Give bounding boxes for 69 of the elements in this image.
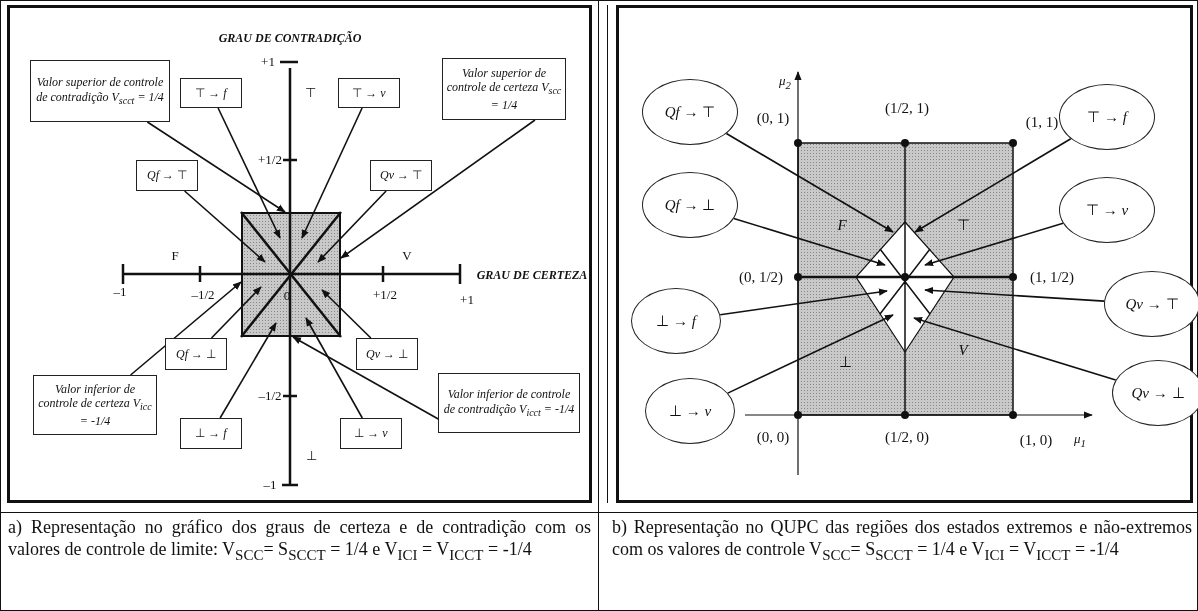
coordinate-label: (1, 0) — [1019, 431, 1053, 449]
arrow — [146, 121, 286, 213]
arrow — [725, 132, 894, 233]
arrow — [733, 217, 886, 267]
region-label: ⊤ — [956, 216, 970, 234]
axis-label: μ$_{1}$ — [1074, 431, 1086, 449]
state-ellipse: ⊤ → f — [1059, 84, 1155, 150]
arrow — [719, 288, 888, 316]
region-label: ⊤ — [304, 85, 316, 101]
tick-label: +1/2 — [258, 152, 282, 168]
state-box: ⊤ → f — [180, 78, 242, 108]
state-box: ⊤ → v — [338, 78, 400, 108]
state-box: ⊥ → f — [180, 418, 242, 449]
tick-label: –1/2 — [191, 287, 215, 303]
region-label: V — [958, 341, 968, 359]
state-ellipse: Qf → ⊥ — [642, 172, 738, 238]
arrow — [913, 316, 1117, 381]
tick-label: –1 — [113, 284, 127, 300]
note-box: Valor inferior de controle de certeza V$_{icc}$ = -1/4 — [33, 375, 157, 435]
arrow — [210, 286, 262, 339]
arrow — [301, 107, 363, 239]
arrow — [183, 190, 266, 263]
note-box: Valor inferior de controle de contradição V$_{icct}$ = -1/4 — [438, 373, 580, 433]
arrow — [217, 107, 281, 239]
state-ellipse: ⊥ → v — [645, 378, 735, 444]
arrow — [924, 222, 1064, 267]
coordinate-label: (0, 1/2) — [738, 268, 784, 286]
axis-title: GRAU DE CONTRADIÇÃO — [218, 30, 362, 46]
tick-label: –1 — [263, 477, 277, 493]
caption: a) Representação no gráfico dos graus de certeza e de contradição com os valores de controle de limite: V$_{SCC}$= S$_{SCCT}$ = 1/4 e V$_{ICI}$ = V$_{ICCT}$ = -1/4 — [8, 517, 591, 564]
state-ellipse: Qf → ⊤ — [642, 79, 738, 145]
region-label: V — [402, 248, 412, 264]
arrow — [305, 317, 364, 419]
state-box: Qf → ⊤ — [136, 160, 198, 191]
coordinate-label: (1/2, 1) — [884, 99, 930, 117]
arrow — [914, 137, 1072, 233]
tick-label: +1 — [460, 292, 474, 308]
arrow — [727, 314, 894, 394]
state-ellipse: ⊥ → f — [631, 288, 721, 354]
arrow — [321, 289, 372, 339]
coordinate-label: (1/2, 0) — [884, 428, 930, 446]
region-label: F — [837, 216, 847, 234]
tick-label: +1/2 — [373, 287, 397, 303]
axis-label: μ$_{2}$ — [779, 73, 791, 91]
state-ellipse: Qv → ⊤ — [1104, 271, 1198, 337]
coordinate-label: (0, 1) — [756, 109, 790, 127]
coordinate-label: (1, 1) — [1025, 113, 1059, 131]
arrow — [317, 190, 387, 263]
region-label: ⊥ — [305, 448, 317, 464]
state-ellipse: ⊤ → v — [1059, 177, 1155, 243]
arrow — [219, 322, 277, 419]
region-label: F — [171, 248, 179, 264]
arrow — [129, 281, 242, 376]
arrow — [340, 119, 536, 259]
region-label: ⊥ — [838, 353, 852, 371]
coordinate-label: (0, 0) — [756, 428, 790, 446]
note-box: Valor superior de controle de certeza V$_{scc}$ = 1/4 — [442, 58, 566, 120]
tick-label: –1/2 — [258, 388, 282, 404]
state-box: Qf → ⊥ — [165, 338, 227, 370]
caption: b) Representação no QUPC das regiões dos estados extremos e não-extremos com os valores de controle V$_{SCC}$= S$_{SCCT}$ = 1/4 e V$_{ICI}$ = V$_{ICCT}$ = -1/4 — [612, 517, 1192, 564]
axis-title: GRAU DE CERTEZA — [476, 267, 588, 283]
state-box: ⊥ → v — [340, 418, 402, 449]
coordinate-label: (1, 1/2) — [1029, 268, 1075, 286]
tick-label: +1 — [261, 54, 275, 70]
note-box: Valor superior de controle de contradição V$_{scct}$ = 1/4 — [30, 60, 170, 122]
state-ellipse: Qv → ⊥ — [1112, 360, 1198, 426]
state-box: Qv → ⊥ — [356, 338, 418, 370]
arrow — [924, 286, 1105, 302]
state-box: Qv → ⊤ — [370, 160, 432, 191]
